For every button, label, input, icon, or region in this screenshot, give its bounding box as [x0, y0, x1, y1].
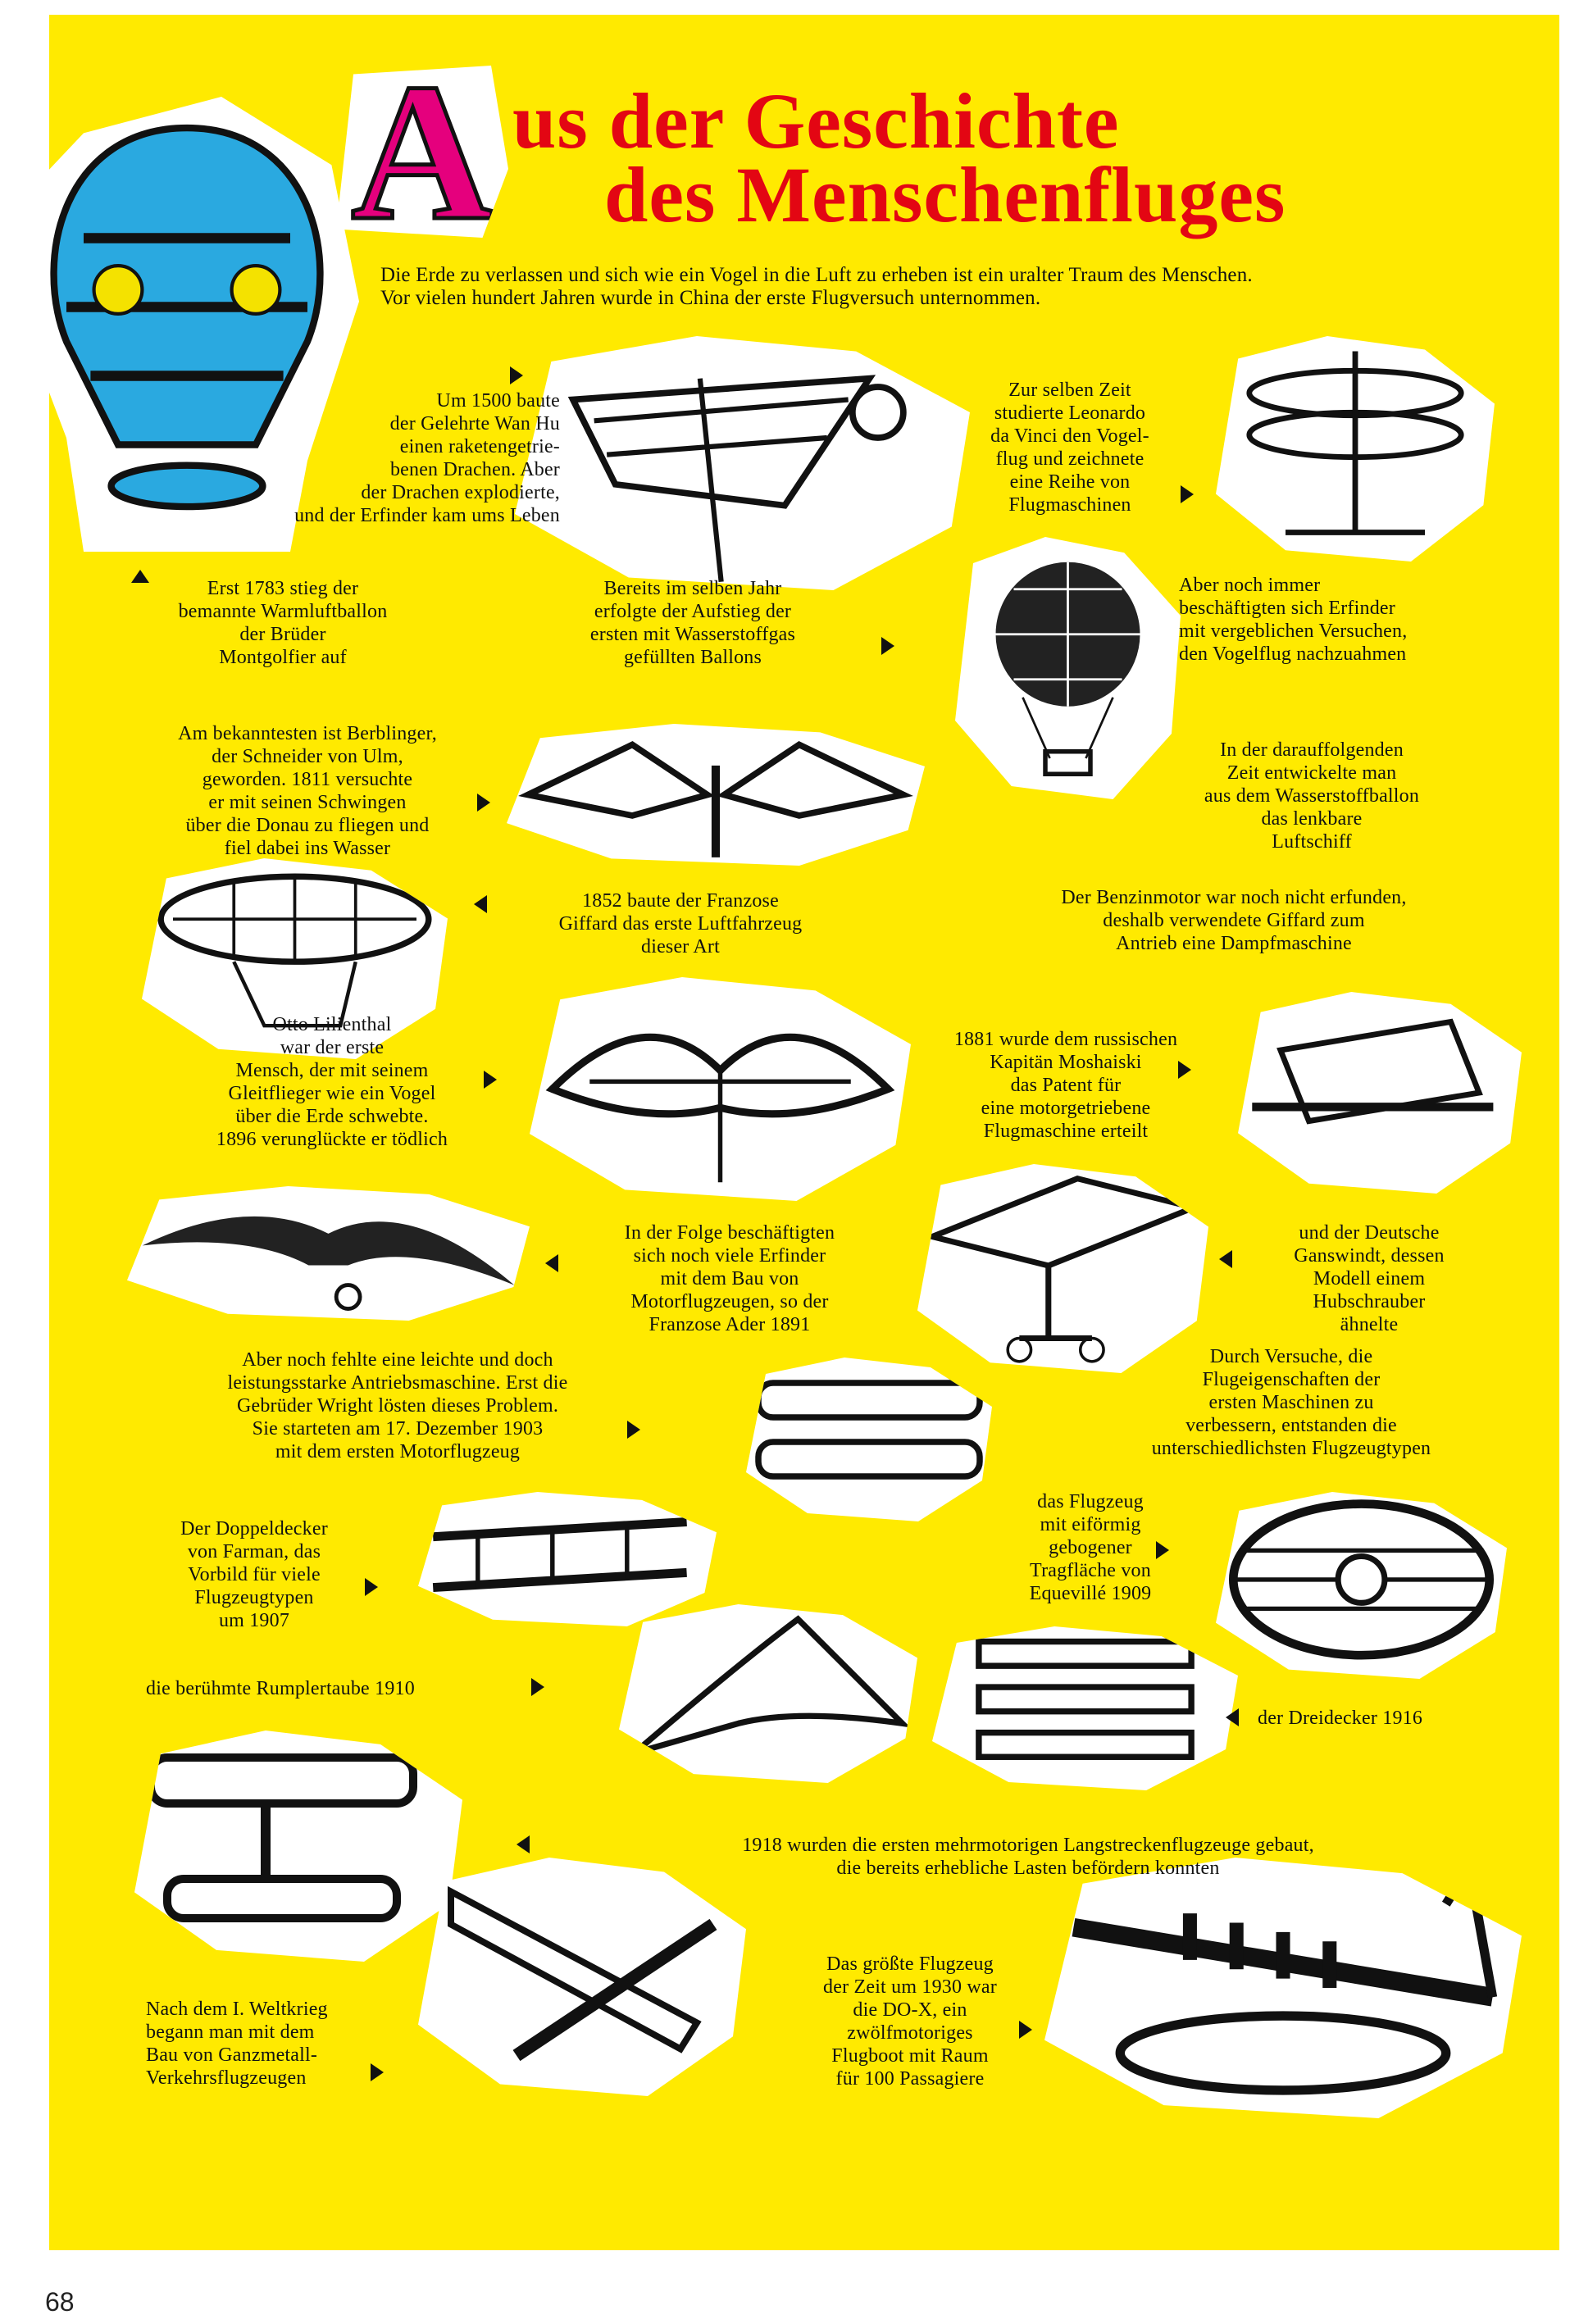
arrow-right-icon [484, 1071, 497, 1089]
intro-text: Die Erde zu verlassen und sich wie ein V… [380, 264, 1253, 309]
farman-biplane-illustration [418, 1492, 717, 1626]
junkers-metal-plane-illustration [418, 1858, 746, 2096]
hydrogen-balloon-illustration [955, 537, 1181, 799]
arrow-right-icon [1181, 485, 1194, 503]
caption-ganswindt: und der Deutsche Ganswindt, dessen Model… [1294, 1222, 1445, 1335]
berblinger-wings-illustration [507, 724, 925, 866]
bat-wing-plane-icon [142, 1216, 515, 1311]
caption-benzinmotor: Der Benzinmotor war noch nicht erfunden,… [1061, 887, 1407, 954]
caption-moshaiski: 1881 wurde dem russischen Kapitän Moshai… [953, 1029, 1178, 1142]
caption-dreidecker: der Dreidecker 1916 [1258, 1708, 1423, 1729]
arrow-left-icon [1226, 1708, 1239, 1726]
arrow-right-icon [627, 1421, 640, 1439]
metal-monoplane-icon [448, 1885, 717, 2062]
caption-dox: Das größte Flugzeug der Zeit um 1930 war… [823, 1953, 997, 2090]
arrow-right-icon [531, 1678, 544, 1696]
rocket-kite-icon [567, 375, 907, 582]
vickers-biplane-illustration [134, 1730, 462, 1962]
montgolfier-balloon-illustration [15, 97, 359, 552]
arrow-right-icon [1156, 1541, 1169, 1559]
arrow-right-icon [365, 1578, 378, 1596]
title-initial-letter: A [349, 43, 495, 261]
lilienthal-glider-illustration [530, 977, 911, 1201]
rumpler-taube-illustration [619, 1604, 917, 1783]
flapping-wings-icon [518, 741, 913, 857]
ader-plane-illustration [127, 1186, 530, 1321]
giffard-airship-illustration [142, 858, 448, 1059]
caption-wan-hu: Um 1500 baute der Gelehrte Wan Hu einen … [294, 390, 560, 526]
caption-berblinger: Am bekanntesten ist Berblinger, der Schn… [178, 723, 437, 859]
arrow-up-icon [131, 570, 149, 583]
caption-flugzeugtypen: Durch Versuche, die Flugeigenschaften de… [1151, 1346, 1431, 1459]
taube-icon [632, 1615, 911, 1757]
helicopter-screw-icon [1246, 351, 1464, 535]
caption-langstrecken: 1918 wurden die ersten mehrmotorigen Lan… [742, 1835, 1314, 1879]
arrow-right-icon [1019, 2021, 1032, 2039]
hydrogen-balloon-icon [995, 562, 1140, 776]
caption-equevilley: das Flugzeug mit eiförmig gebogener Trag… [1029, 1491, 1152, 1604]
caption-luftschiff: In der darauffolgenden Zeit entwickelte … [1204, 739, 1420, 853]
title-line-2: des Menschenfluges [604, 151, 1286, 239]
caption-farman: Der Doppeldecker von Farman, das Vorbild… [180, 1518, 328, 1631]
wan-hu-kite-illustration [515, 336, 970, 590]
ganswindt-helicopter-illustration [917, 1164, 1208, 1373]
arrow-left-icon [1219, 1250, 1232, 1268]
arrow-right-icon [371, 2063, 384, 2081]
airship-icon [157, 873, 432, 1028]
wright-flyer-illustration [746, 1358, 992, 1521]
caption-rumpler: die berühmte Rumplertaube 1910 [146, 1678, 415, 1699]
arrow-left-icon [545, 1254, 558, 1272]
farman-biplane-icon [432, 1517, 687, 1593]
title-initial: A [336, 66, 508, 238]
caption-montgolfier: Erst 1783 stieg der bemannte Warmluftbal… [178, 578, 388, 668]
oval-wing-plane-icon [1228, 1499, 1495, 1660]
caption-leonardo: Zur selben Zeit studierte Leonardo da Vi… [990, 380, 1149, 516]
monoplane-icon [1252, 1018, 1494, 1125]
page-number: 68 [45, 2287, 75, 2317]
caption-lilienthal: Otto Lilienthal war der erste Mensch, de… [216, 1014, 448, 1150]
caption-giffard: 1852 baute der Franzose Giffard das erst… [558, 890, 803, 957]
arrow-right-icon [1178, 1061, 1191, 1079]
caption-wasserstoff: Bereits im selben Jahr erfolgte der Aufs… [589, 578, 796, 668]
balloon-icon [50, 124, 324, 511]
title-line-1: us der Geschichte [512, 77, 1120, 165]
arrow-right-icon [477, 794, 490, 812]
arrow-right-icon [881, 637, 894, 655]
arrow-left-icon [474, 895, 487, 913]
leonardo-helicopter-illustration [1216, 336, 1495, 562]
caption-ader: In der Folge beschäftigten sich noch vie… [624, 1222, 835, 1335]
triplane-icon [976, 1638, 1195, 1760]
moshaiski-plane-illustration [1238, 992, 1522, 1194]
arrow-left-icon [517, 1835, 530, 1853]
arrow-right-icon [510, 366, 523, 384]
dreidecker-illustration [932, 1626, 1238, 1790]
caption-wright: Aber noch fehlte eine leichte und doch l… [227, 1349, 568, 1462]
glider-icon [545, 1033, 895, 1183]
caption-ganzmetall: Nach dem I. Weltkrieg begann man mit dem… [146, 1999, 328, 2089]
caption-vogelflug: Aber noch immer beschäftigten sich Erfin… [1179, 575, 1408, 665]
equevilley-plane-illustration [1216, 1492, 1507, 1679]
